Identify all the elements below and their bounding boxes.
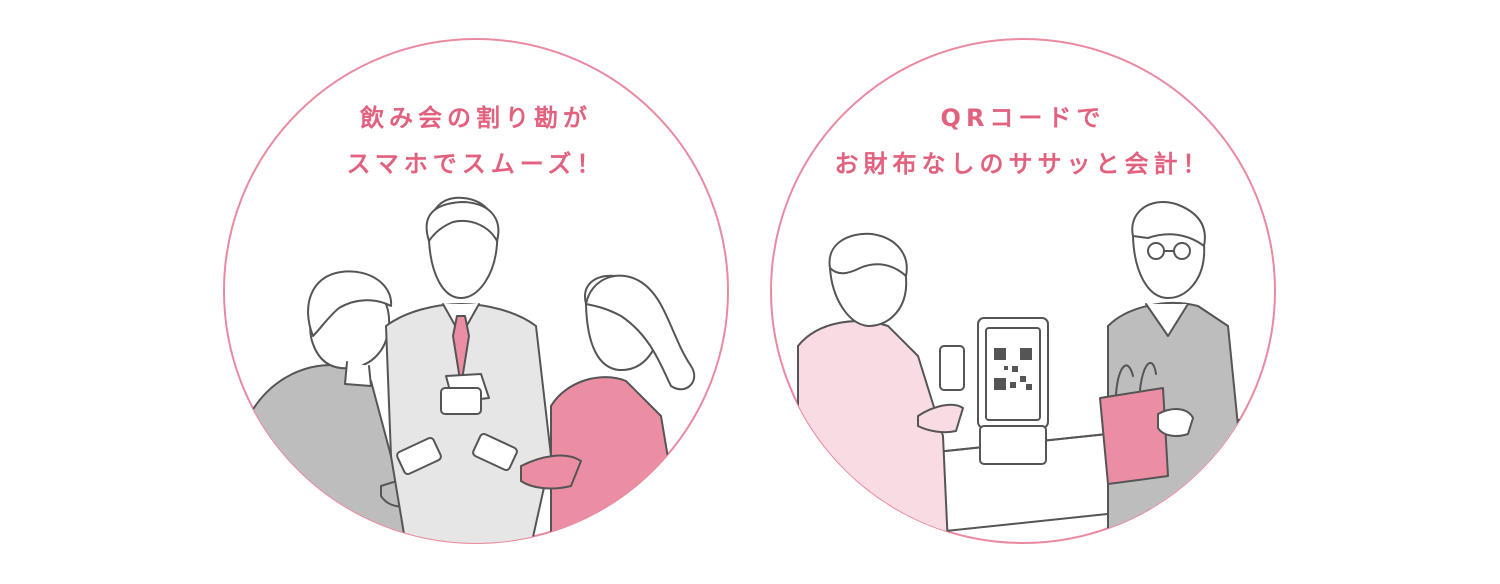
split-bill-caption-line2: スマホでスムーズ！ — [346, 150, 606, 178]
qr-terminal — [977, 317, 1049, 465]
phones-group — [396, 387, 518, 476]
qr-checkout-panel: QRコードで お財布なしのササッと会計！ — [768, 36, 1278, 546]
qr-checkout-caption-line1: QRコードで — [940, 104, 1106, 132]
customer-phone — [939, 345, 965, 391]
pink-shopping-bag — [1099, 361, 1194, 485]
qr-checkout-illustration — [770, 38, 1276, 544]
man-light-suit — [385, 196, 552, 543]
qr-checkout-caption-line2: お財布なしのササッと会計！ — [834, 150, 1212, 178]
split-bill-illustration — [223, 38, 729, 544]
split-bill-caption-line1: 飲み会の割り勘が — [360, 104, 592, 132]
split-bill-panel: 飲み会の割り勘が スマホでスムーズ！ — [221, 36, 731, 546]
